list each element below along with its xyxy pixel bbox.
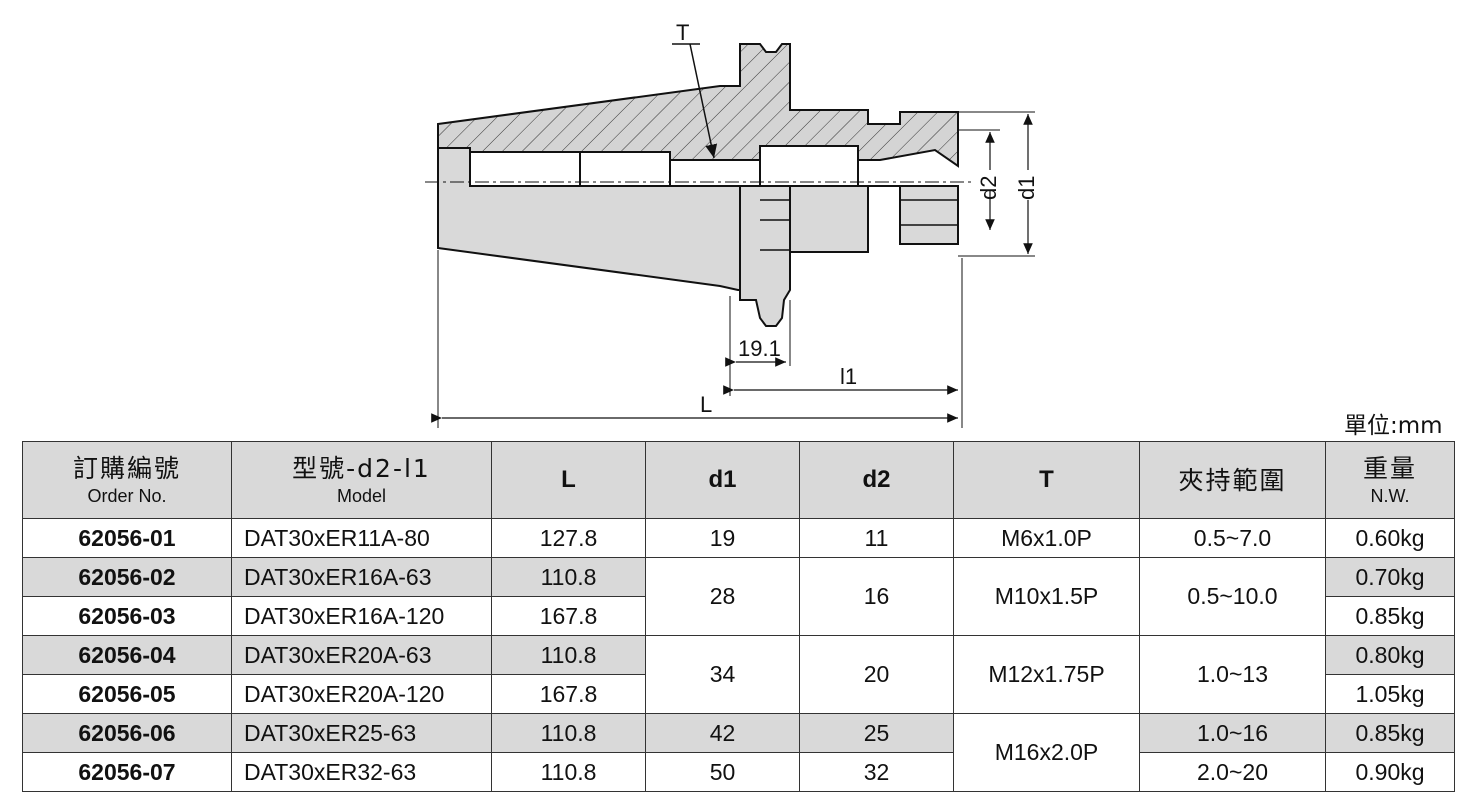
order-no: 62056-03	[22, 596, 232, 636]
d1: 34	[645, 635, 800, 714]
order-no: 62056-07	[22, 752, 232, 792]
table-row: 62056-01 DAT30xER11A-80 127.8 19 11 M6x1…	[22, 518, 1455, 558]
order-no: 62056-01	[22, 518, 232, 558]
weight: 0.80kg	[1325, 635, 1455, 675]
header-L: L	[491, 441, 646, 519]
table-row: 62056-03 DAT30xER16A-120 167.8 0.85kg	[22, 596, 1455, 636]
length-L: 110.8	[491, 713, 646, 753]
d2: 25	[799, 713, 954, 753]
clamp-range: 1.0~13	[1139, 635, 1326, 714]
order-no: 62056-06	[22, 713, 232, 753]
clamp-range: 1.0~16	[1139, 713, 1326, 753]
thread-T: M6x1.0P	[953, 518, 1140, 558]
weight: 0.85kg	[1325, 596, 1455, 636]
flange-lower	[739, 185, 791, 327]
label-L: L	[700, 392, 712, 417]
d2: 20	[799, 635, 954, 714]
nut-lower	[868, 185, 959, 245]
table-row: 62056-02 DAT30xER16A-63 110.8 28 16 M10x…	[22, 557, 1455, 636]
clamp-range: 2.0~20	[1139, 752, 1326, 792]
d2: 32	[799, 752, 954, 792]
model: DAT30xER11A-80	[231, 518, 492, 558]
d1: 42	[645, 713, 800, 753]
clamp-range: 0.5~10.0	[1139, 557, 1326, 636]
header-d1: d1	[645, 441, 800, 519]
d1: 28	[645, 557, 800, 636]
model: DAT30xER25-63	[231, 713, 492, 753]
weight: 1.05kg	[1325, 674, 1455, 714]
order-no: 62056-05	[22, 674, 232, 714]
length-L: 110.8	[491, 557, 646, 597]
header-d2: d2	[799, 441, 954, 519]
table-row: 62056-04 DAT30xER20A-63 110.8 34 20 M12x…	[22, 635, 1455, 714]
length-L: 167.8	[491, 596, 646, 636]
label-d2: d2	[976, 176, 1001, 200]
header-T: T	[953, 441, 1140, 519]
model: DAT30xER20A-120	[231, 674, 492, 714]
holder-body-lower	[437, 147, 741, 291]
order-no: 62056-02	[22, 557, 232, 597]
length-L: 127.8	[491, 518, 646, 558]
model: DAT30xER16A-63	[231, 557, 492, 597]
label-19-1: 19.1	[738, 336, 781, 361]
unit-label: 單位:mm	[1344, 413, 1443, 439]
thread-T: M10x1.5P	[953, 557, 1140, 636]
holder-section-upper	[437, 43, 959, 168]
clamp-range: 0.5~7.0	[1139, 518, 1326, 558]
thread-T: M12x1.75P	[953, 635, 1140, 714]
order-no: 62056-04	[22, 635, 232, 675]
weight: 0.60kg	[1325, 518, 1455, 558]
model: DAT30xER16A-120	[231, 596, 492, 636]
length-L: 110.8	[491, 635, 646, 675]
length-L: 110.8	[491, 752, 646, 792]
table-row: 62056-05 DAT30xER20A-120 167.8 1.05kg	[22, 674, 1455, 714]
d1: 19	[645, 518, 800, 558]
header-range: 夾持範圍	[1139, 441, 1326, 519]
table-row: 62056-06 DAT30xER25-63 110.8 42 25 M16x2…	[22, 713, 1455, 792]
label-T: T	[676, 20, 689, 45]
label-l1: l1	[840, 364, 857, 389]
d1: 50	[645, 752, 800, 792]
model: DAT30xER20A-63	[231, 635, 492, 675]
d2: 11	[799, 518, 954, 558]
model: DAT30xER32-63	[231, 752, 492, 792]
table-row: 62056-07 DAT30xER32-63 110.8 50 32 2.0~2…	[22, 752, 1455, 792]
d2: 16	[799, 557, 954, 636]
weight: 0.90kg	[1325, 752, 1455, 792]
label-d1: d1	[1014, 176, 1039, 200]
shank-lower	[789, 185, 869, 253]
weight: 0.70kg	[1325, 557, 1455, 597]
tool-holder-drawing: T d2 d1 19.1 l1 L	[425, 20, 1039, 428]
thread-T: M16x2.0P	[953, 713, 1140, 792]
weight: 0.85kg	[1325, 713, 1455, 753]
length-L: 167.8	[491, 674, 646, 714]
